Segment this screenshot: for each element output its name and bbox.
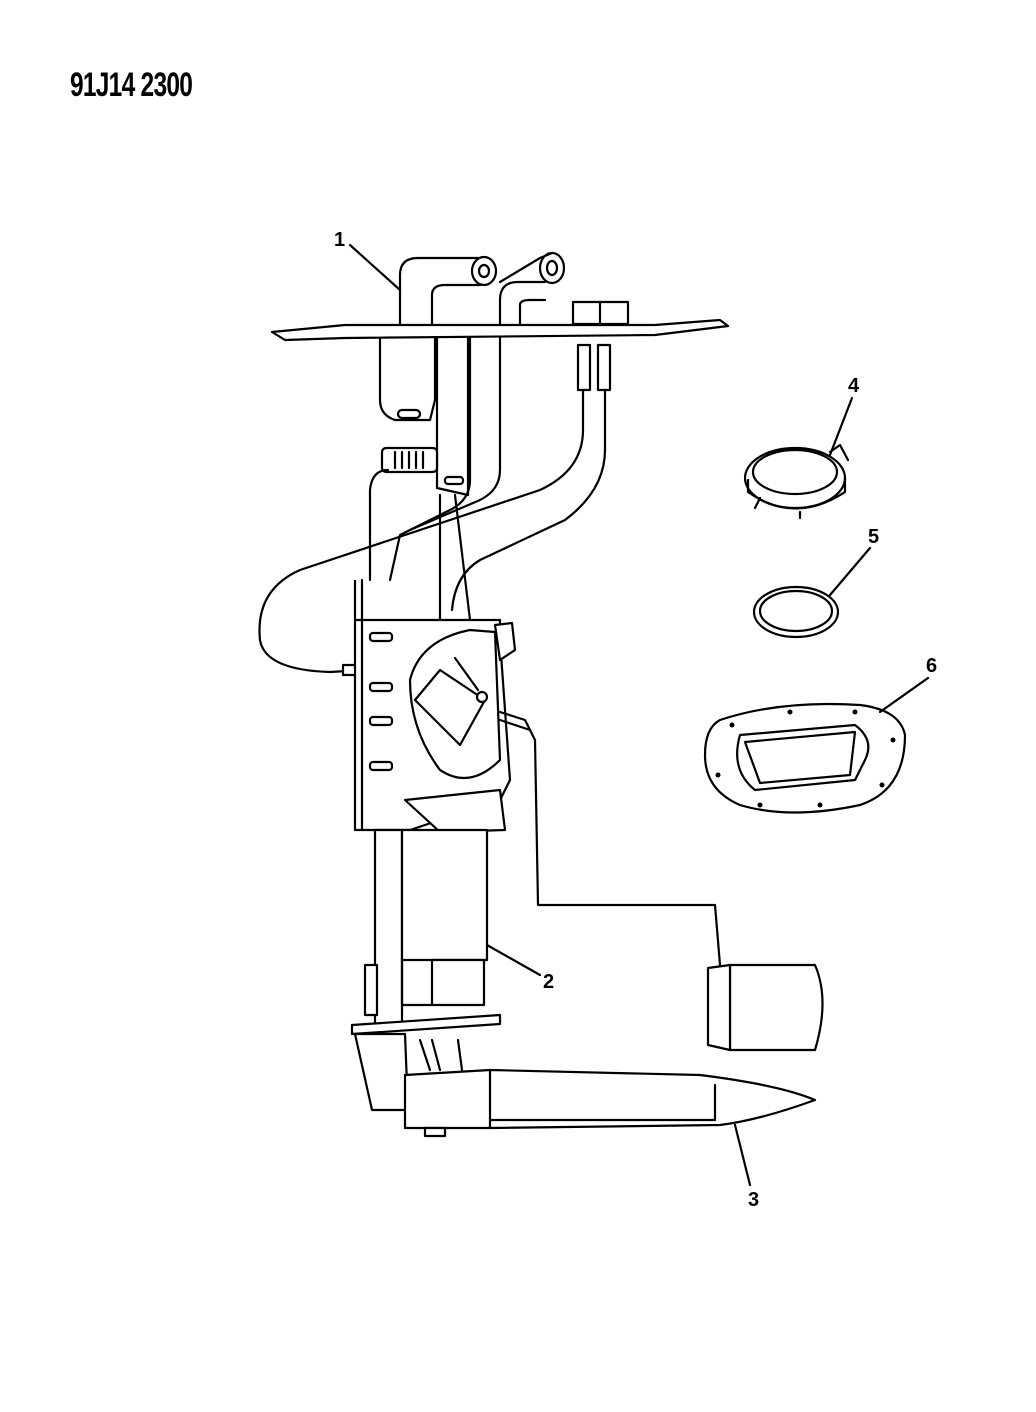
callout-2: 2 — [543, 971, 554, 993]
callout-6: 6 — [926, 655, 937, 677]
leader-line-6 — [878, 676, 930, 714]
leader-line-4 — [828, 396, 854, 457]
part-2-fuel-pump — [350, 828, 502, 1112]
part-5-o-ring — [752, 585, 840, 639]
leader-line-2 — [485, 943, 542, 977]
part-1-fuel-pump-module — [258, 251, 730, 967]
leader-line-1 — [348, 243, 402, 292]
leader-line-3 — [733, 1123, 752, 1187]
callout-4: 4 — [848, 375, 860, 397]
part-3-filter-sock — [403, 1068, 817, 1138]
leader-line-5 — [828, 546, 872, 597]
callout-1: 1 — [334, 229, 345, 251]
part-4-lock-ring — [743, 443, 850, 520]
level-sender-float — [706, 963, 824, 1052]
callout-5: 5 — [868, 526, 879, 548]
diagram-reference-number: 91J14 2300 — [70, 66, 193, 104]
callout-3: 3 — [748, 1189, 759, 1211]
part-6-gasket — [703, 702, 907, 814]
